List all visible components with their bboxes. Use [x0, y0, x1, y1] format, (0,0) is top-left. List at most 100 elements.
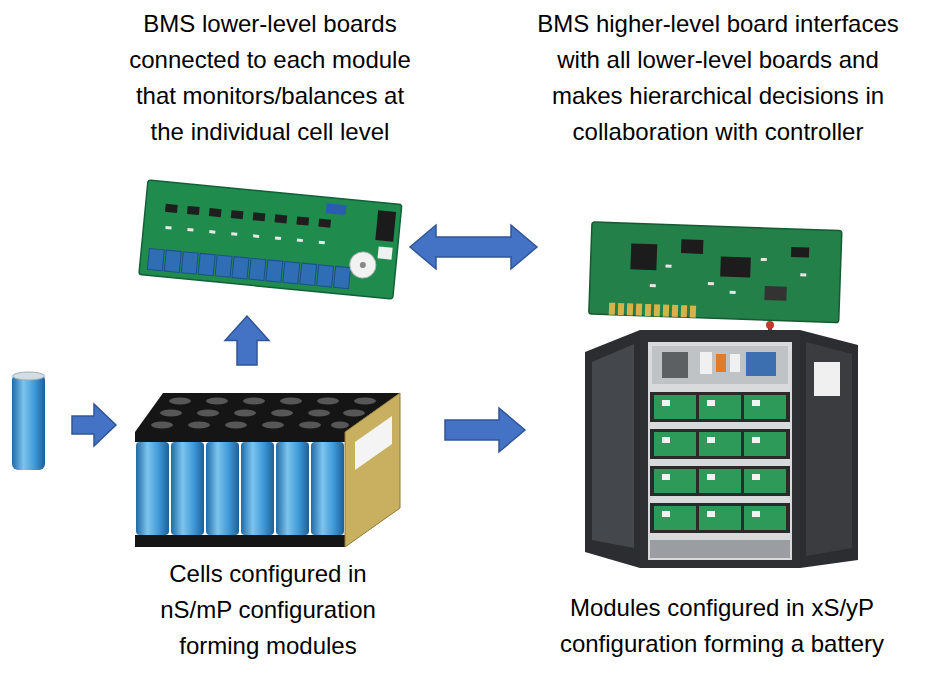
battery-cabinet-part-part	[662, 474, 670, 480]
flow-arrow	[72, 404, 116, 446]
battery-module-part	[345, 393, 400, 547]
battery-cabinet-part-part	[654, 469, 696, 493]
higher-level-board-part-part	[681, 305, 687, 317]
lower-level-board-part-part	[283, 261, 300, 283]
lower-level-board-part-part	[297, 239, 303, 243]
lower-level-board-part	[165, 204, 331, 228]
lower-level-board-part-part	[209, 208, 222, 217]
caption-text: Cells configured in nS/mP configuration …	[143, 556, 393, 664]
battery-module-part-part	[225, 422, 247, 429]
battery-cabinet-part-part	[744, 395, 786, 419]
battery-module-part	[136, 442, 169, 535]
lower-level-board-part-part	[300, 263, 317, 285]
higher-level-board-part-part	[654, 304, 660, 316]
battery-cabinet-part-part	[699, 506, 741, 530]
battery-module-part	[311, 442, 344, 535]
battery-cabinet-part-part	[744, 432, 786, 456]
battery-cabinet-part-part	[752, 400, 760, 406]
higher-level-board-part	[681, 239, 703, 254]
battery-module-part-part	[299, 422, 321, 429]
battery-module-part-part	[197, 410, 219, 417]
battery-module-part-part	[234, 410, 256, 417]
higher-level-board-part	[720, 257, 751, 278]
lower-level-board-part-part	[231, 232, 237, 236]
lower-level-board-part-part	[215, 255, 232, 277]
higher-level-board-part-part	[650, 284, 656, 287]
block-arrow	[410, 225, 537, 269]
battery-cabinet-part	[766, 321, 774, 329]
battery-module-part	[355, 416, 392, 470]
higher-level-board	[589, 222, 842, 323]
higher-level-board-part-part	[645, 304, 651, 316]
battery-module-part	[206, 442, 239, 535]
battery-module-part	[276, 442, 309, 535]
caption-text: Modules configured in xS/yP configuratio…	[552, 590, 892, 662]
lower-level-board-part-part	[319, 241, 325, 245]
battery-module-part-part	[343, 410, 365, 417]
battery-cabinet-part	[730, 354, 740, 372]
battery-cabinet-part-part	[744, 506, 786, 530]
caption-text: BMS lower-level boards connected to each…	[125, 6, 415, 150]
lower-level-board-part-part	[296, 216, 309, 225]
battery-cabinet	[585, 321, 858, 568]
lower-level-board-part	[326, 203, 347, 215]
higher-level-board-part-part	[636, 304, 642, 316]
battery-cabinet-part	[585, 330, 640, 568]
battery-cabinet-part-part	[707, 474, 715, 480]
lower-level-board-part-part	[317, 265, 334, 287]
battery-module-part	[135, 535, 345, 547]
higher-level-board-part-part	[800, 273, 806, 276]
battery-cabinet-part-part	[650, 392, 790, 422]
battery-cabinet-part-part	[752, 511, 760, 517]
battery-cabinet-part	[652, 346, 788, 384]
higher-level-board-part-part	[708, 282, 714, 285]
battery-module-part-part	[308, 410, 330, 417]
higher-level-board-part-part	[627, 303, 633, 315]
lower-level-board-part	[378, 246, 393, 259]
battery-cabinet-part	[648, 342, 792, 560]
lower-level-board-part	[349, 251, 377, 279]
higher-level-board-part	[791, 247, 809, 258]
battery-cabinet-part-part	[707, 400, 715, 406]
lower-level-board-part-part	[266, 260, 283, 282]
picture-area: Modules configured in xS/yP configuratio…	[585, 322, 860, 568]
battery-cabinet-part-part	[654, 395, 696, 419]
lower-level-board-part-part	[181, 252, 198, 274]
higher-level-board-part-part	[672, 305, 678, 317]
battery-cabinet-part-part	[744, 469, 786, 493]
battery-cabinet-part	[592, 344, 634, 548]
battery-cell-part	[12, 374, 45, 470]
lower-level-board-part-part	[253, 234, 259, 238]
battery-cabinet-part	[716, 354, 726, 372]
battery-cabinet-part	[806, 342, 852, 556]
higher-level-board-part	[650, 254, 807, 296]
lower-level-board-part	[375, 210, 396, 242]
battery-cabinet-part	[662, 352, 688, 378]
lower-level-board-part-part	[165, 204, 178, 213]
battery-cell	[12, 372, 45, 470]
lower-level-board-part-part	[198, 253, 215, 275]
battery-module-part	[171, 442, 204, 535]
battery-module-part-part	[331, 422, 349, 429]
higher-level-board-part-part	[690, 305, 696, 317]
battery-cabinet-part-part	[699, 395, 741, 419]
battery-cabinet-part	[662, 400, 760, 517]
lower-level-board-part	[139, 180, 402, 299]
battery-cabinet-part	[700, 352, 712, 374]
battery-cabinet-part-part	[662, 400, 670, 406]
lower-level-board-part	[147, 248, 350, 288]
battery-module-part-part	[354, 398, 376, 405]
battery-module-part-part	[160, 410, 182, 417]
lower-level-board-part-part	[253, 212, 266, 221]
picture-area: BMS lower-level boards connected to each…	[130, 180, 402, 308]
lower-level-board-part-part	[164, 250, 181, 272]
higher-level-board-part-part	[618, 303, 624, 315]
battery-module-part-part	[188, 422, 210, 429]
higher-level-board-part-part	[730, 291, 736, 294]
higher-level-board-part-part	[761, 258, 767, 261]
battery-module	[135, 393, 400, 547]
lower-level-board-part-part	[209, 230, 215, 234]
lower-level-board-part-part	[275, 214, 288, 223]
lower-level-board-part-part	[275, 236, 281, 240]
